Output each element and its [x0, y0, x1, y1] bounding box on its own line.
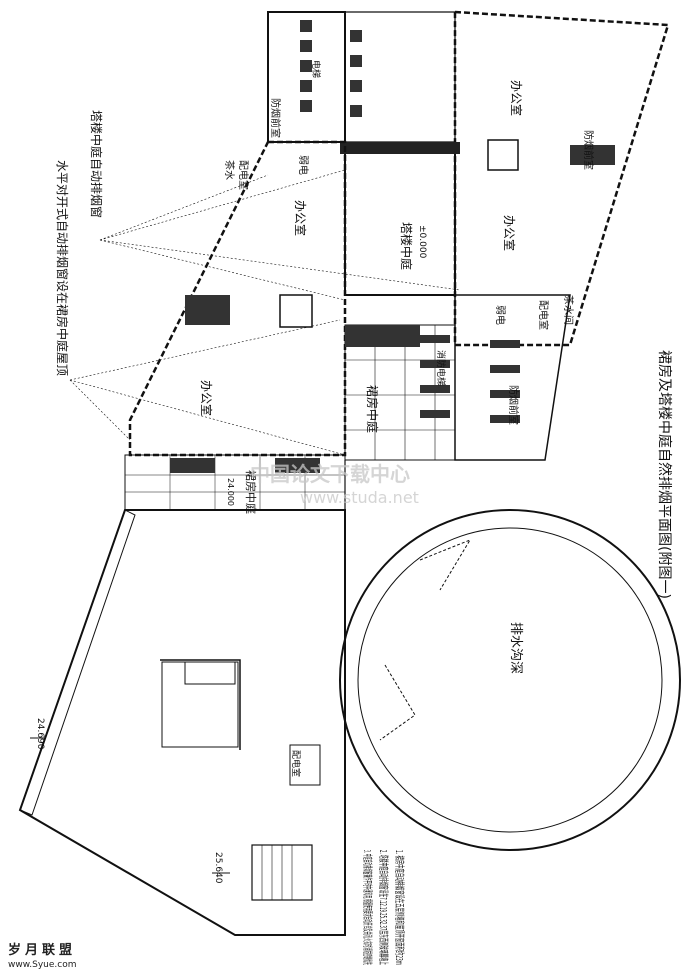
smoke-lobby-1-label: 防烟前室	[269, 98, 282, 138]
tower-atrium-level: ±0.000	[417, 225, 427, 259]
power-room-2-label: 配电室	[537, 300, 550, 330]
tower-atrium-label: 塔楼中庭	[399, 222, 414, 270]
level-b-label: 25.640	[213, 852, 223, 884]
tea-room-2-label: 茶水间	[562, 295, 575, 325]
notes-block: 1. 裙房中庭自动排烟窗设在五层侧墙和屋顶开窗面积约23m 2. 塔楼中庭自动排…	[361, 850, 406, 965]
podium-atrium-level: 24.000	[226, 478, 235, 506]
level-a-label: 24.690	[35, 718, 45, 750]
plan-linework	[18, 10, 681, 936]
drawing-title: 裙房及塔楼中庭自然排烟平面图(附图一)	[656, 350, 673, 599]
office-left-upper-label: 办公室	[293, 200, 308, 236]
watermark-text: 中国论文下载中心	[250, 462, 410, 486]
footer-site-logo: 岁月联盟 www.Syue.com	[8, 944, 76, 972]
footer-brand: 岁月联盟	[8, 943, 77, 958]
podium-atrium-bottom-label: 裙房中庭	[244, 470, 258, 514]
office-tower-top-label: 办公室	[509, 80, 524, 116]
podium-atrium-center-label: 裙房中庭	[365, 385, 380, 433]
podium-smoke-window-callout: 水平对开式自动排烟窗设在裙房中庭屋顶	[55, 160, 70, 376]
watermark-url: www.studa.net	[300, 488, 419, 507]
power-room-1-label: 配电室	[237, 160, 250, 190]
weak-current-2-label: 弱电	[494, 305, 507, 325]
weak-current-1-label: 弱电	[297, 155, 310, 175]
smoke-lobby-2-label: 防烟前室	[582, 130, 595, 170]
power-room-3-label: 配电室	[290, 750, 302, 777]
tower-smoke-window-callout: 塔楼中庭自动排烟窗	[89, 110, 104, 218]
office-left-lower-label: 办公室	[199, 380, 214, 416]
smoke-lobby-3-label: 防烟前室	[507, 385, 520, 425]
elevator-room-label: 消防电梯	[435, 350, 447, 386]
elevator-label: 电梯	[310, 60, 322, 78]
rotated-labels: 办公室 办公室 办公室 办公室 塔楼中庭 ±0.000 裙房中庭 裙房中庭 24…	[35, 60, 673, 965]
note-1: 1. 裙房中庭自动排烟窗设在五层侧墙和屋顶开窗面积约23m	[393, 850, 406, 965]
footer-url: www.Syue.com	[8, 960, 77, 970]
office-tower-mid-label: 办公室	[502, 215, 517, 251]
tea-room-1-label: 茶水	[223, 160, 236, 180]
drain-ditch-label: 排水沟深	[508, 622, 523, 674]
note-2: 2. 塔楼中庭自动排烟窗设在7.12.19.25.32.37层东西侧玻璃幕墙上	[377, 850, 390, 965]
note-3: 3. 中庭自动排烟窗兼作平时中通风用,根据使用要求自动开启及关闭,火灾时消防控制…	[361, 850, 374, 965]
